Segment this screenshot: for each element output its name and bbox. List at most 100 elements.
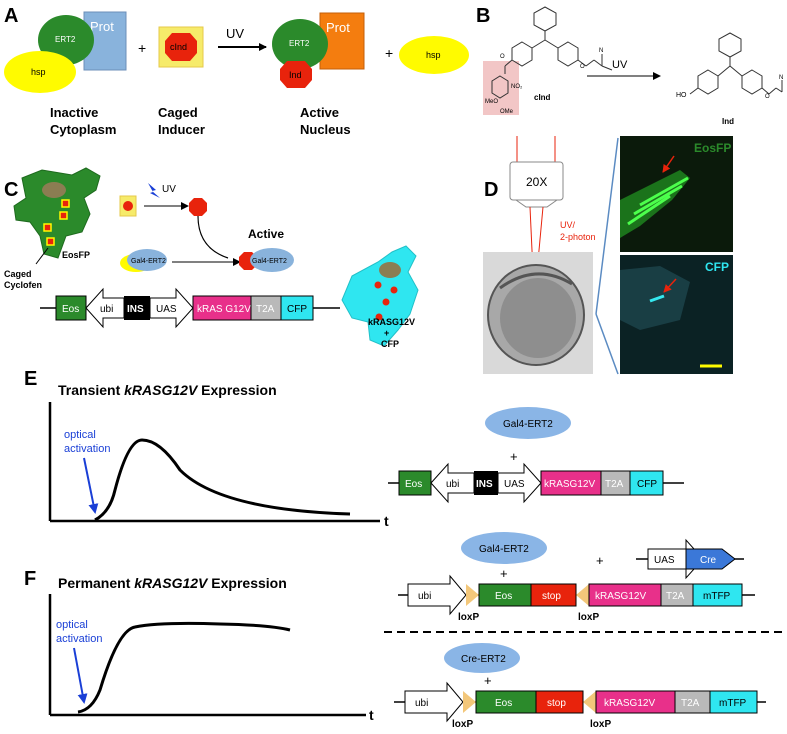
f2-mtfp-box [709,690,758,714]
active-gal4 [250,248,294,272]
f1-ubi-text: ubi [418,591,431,602]
eosfp-img-label: EosFP [694,141,731,155]
n-label: N [599,48,603,54]
uv-2p-label-1: UV/ [560,220,576,230]
o-label-2: O [580,64,585,70]
e-ins-box [474,471,498,495]
ert2-active-shape [272,19,328,69]
zoom-line-1 [595,137,619,315]
f-opt-label-1: optical [56,619,88,631]
f2-loxp-2 [583,691,596,713]
caged-label-2: Cyclofen [4,280,42,290]
cyan-cell-nucleus [379,262,401,278]
e-opt-label-1: optical [64,429,96,441]
panel-label-d: D [484,179,498,201]
panel-label-c: C [4,179,18,201]
cre-ert2-label: Cre-ERT2 [461,654,506,665]
f1-mtfp-box [692,583,743,607]
uas-arrow [149,287,194,329]
f2-ubi-arrow [404,681,464,723]
objective-label: 20X [526,175,547,189]
f2-t2a-text: T2A [681,698,700,709]
panel-f-title: Permanent kRASG12V Expression [58,575,287,591]
active-label: Active [248,227,284,241]
cyan-dot-1 [374,281,382,289]
caption-active-1: Active [300,105,339,120]
panel-b: B NO₂ MeO OMe O O N cInd UV [476,5,783,126]
cyan-cell [341,245,419,347]
lightning-icon [148,183,160,198]
cfp-arrow [663,278,677,293]
panel-a: A Prot ERT2 hsp + cInd UV Prot ERT2 Ind … [4,5,469,137]
cre-text: Cre [700,555,717,566]
e-cfp-box [629,470,664,496]
cfp-signal [649,294,665,303]
caged-label-1: Caged [4,269,32,279]
f1-loxp-label-1: loxP [458,612,479,623]
cyan-dot-2 [390,286,398,294]
ind-label: Ind [289,70,302,80]
caged-dot-4 [46,237,55,246]
f2-loxp-1 [463,691,476,713]
panel-f: F Permanent kRASG12V Expression t optica… [24,532,782,730]
n-label-2: N [779,75,783,81]
ert2-label: ERT2 [55,35,76,44]
cfp-img-label: CFP [705,260,729,274]
cyan-kras-label: kRASG12V [368,317,415,327]
caged-pointer [35,247,49,265]
cell-nucleus [42,182,66,198]
green-cell [13,167,101,259]
f2-loxp-label-2: loxP [590,719,611,730]
panel-label-a: A [4,5,18,27]
e-plus: + [510,449,518,464]
eosfp-streak-1 [639,176,689,207]
plus-sign: + [138,40,146,56]
permanent-curve [77,621,291,714]
e-ins-text: INS [476,479,493,490]
f1-t2a-text: T2A [666,591,685,602]
f1-loxp-2 [576,584,589,606]
panel-c: C EosFP Caged Cyclofen UV Gal4-ERT2 Acti… [4,167,419,349]
meo-label: MeO [485,99,498,105]
uv-label-c: UV [162,184,176,195]
f-gal4-label: Gal4-ERT2 [479,544,529,555]
cyan-dot-4 [375,313,383,321]
eosfp-streak-3 [627,194,671,226]
f1-eos-text: Eos [495,591,512,602]
cre-box [685,548,736,570]
cind-octagon [165,33,197,61]
cre-ert2-ellipse [444,643,520,673]
e-opt-label-2: activation [64,443,110,455]
ins-box [124,296,150,320]
e-cfp-text: CFP [637,479,657,490]
cind-structure [491,6,613,99]
no2-label: NO₂ [511,84,523,90]
caption-caged-1: Caged [158,105,198,120]
objective-tip [515,199,558,208]
uas-text: UAS [156,304,177,315]
e-kras-text: kRASG12V [544,479,595,490]
eosfp-arrow [662,155,675,173]
eosfp-streak-2 [633,184,683,216]
eos-text: Eos [62,304,79,315]
e-t-label: t [384,513,389,529]
f-activation-arrow [73,647,88,704]
ind-structure-label: Ind [722,117,734,126]
ind-structure [689,32,783,95]
panel-label-b: B [476,5,490,27]
inducer-octagon [189,198,207,216]
ho-label: HO [676,92,687,99]
f1-kras-text: kRASG12V [595,591,646,602]
objective-lens [509,161,564,201]
uv-2p-label-2: 2-photon [560,232,596,242]
plus-sign-2: + [385,45,393,61]
e-uas-text: UAS [504,479,525,490]
caption-caged-2: Inducer [158,122,205,137]
f-opt-label-2: activation [56,633,102,645]
o-label-1: O [500,54,505,60]
ins-text: INS [127,304,144,315]
gal4-label: Gal4-ERT2 [131,258,166,265]
panel-label-f: F [24,568,36,590]
cyan-plus-label: + [384,328,389,338]
